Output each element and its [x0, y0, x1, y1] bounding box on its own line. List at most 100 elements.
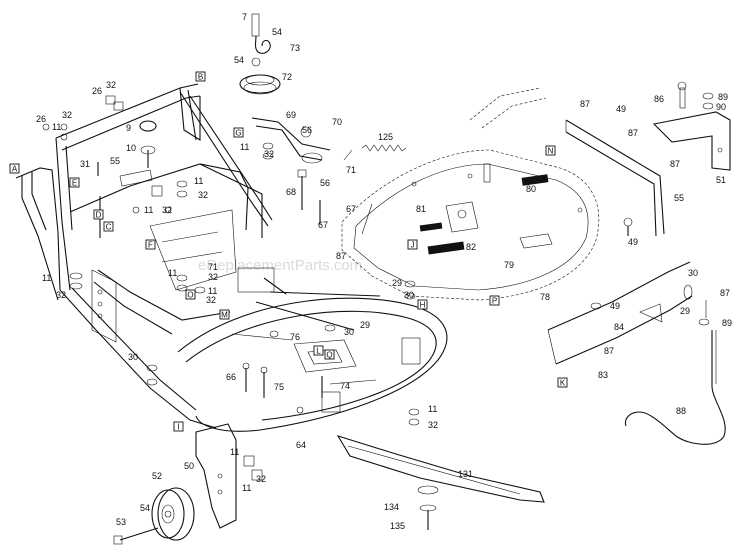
callout-71: 71 [208, 262, 218, 272]
letter-tag-G: G [233, 127, 244, 138]
svg-text:N: N [548, 147, 554, 156]
callout-64: 64 [296, 440, 306, 450]
callout-32: 32 [206, 295, 216, 305]
idler-pulley-assembly [239, 13, 407, 224]
callout-11: 11 [194, 176, 203, 186]
letter-tag-O: O [185, 289, 196, 300]
callout-32: 32 [256, 474, 266, 484]
callout-78: 78 [540, 292, 550, 302]
callout-67: 67 [318, 220, 328, 230]
callout-11: 11 [428, 404, 437, 414]
callout-80: 80 [526, 184, 536, 194]
callout-11: 11 [52, 122, 61, 132]
left-fasteners [42, 95, 274, 386]
callout-72: 72 [282, 72, 292, 82]
callout-83: 83 [598, 370, 608, 380]
callout-135: 135 [390, 521, 405, 531]
svg-text:L: L [316, 347, 321, 356]
callout-49: 49 [610, 301, 620, 311]
callout-74: 74 [340, 381, 350, 391]
callout-7: 7 [242, 12, 247, 22]
letter-tag-M: M [219, 309, 230, 320]
callout-30: 30 [688, 268, 698, 278]
letter-tag-C: C [103, 221, 114, 232]
callout-131: 131 [458, 469, 473, 479]
callout-79: 79 [504, 260, 514, 270]
letter-tag-Q: Q [324, 349, 335, 360]
gauge-wheel-assembly [113, 423, 263, 545]
callout-67: 67 [346, 204, 356, 214]
callout-11: 11 [242, 483, 251, 493]
part-number-callouts: 7 54 73 54 72 69 70 56 125 11 32 68 56 7… [36, 12, 732, 531]
callout-88: 88 [676, 406, 686, 416]
callout-125: 125 [378, 132, 393, 142]
callout-81: 81 [416, 204, 426, 214]
callout-89: 89 [718, 92, 728, 102]
callout-49: 49 [628, 237, 638, 247]
svg-text:P: P [492, 297, 497, 306]
callout-51: 51 [716, 175, 726, 185]
svg-text:D: D [96, 211, 102, 220]
callout-52: 52 [152, 471, 162, 481]
callout-31: 31 [80, 159, 90, 169]
letter-tag-H: H [417, 299, 428, 310]
svg-text:J: J [411, 241, 415, 250]
callout-53: 53 [116, 517, 126, 527]
svg-text:C: C [106, 223, 112, 232]
callout-49: 49 [616, 104, 626, 114]
callout-54: 54 [272, 27, 282, 37]
callout-87: 87 [336, 251, 346, 261]
letter-tag-K: K [557, 377, 568, 388]
svg-text:I: I [177, 423, 179, 432]
svg-text:K: K [560, 379, 566, 388]
callout-70: 70 [332, 117, 342, 127]
center-bolts [242, 280, 420, 426]
callout-32: 32 [198, 190, 208, 200]
callout-82: 82 [466, 242, 476, 252]
callout-32: 32 [208, 272, 218, 282]
svg-text:H: H [420, 301, 426, 310]
watermark: eReplacementParts.com [198, 257, 362, 274]
letter-tag-P: P [489, 295, 500, 306]
callout-84: 84 [614, 322, 624, 332]
callout-87: 87 [604, 346, 614, 356]
right-parts [547, 81, 731, 445]
callout-54: 54 [234, 55, 244, 65]
callout-87: 87 [670, 159, 680, 169]
callout-50: 50 [184, 461, 194, 471]
callout-32: 32 [264, 149, 274, 159]
mower-deck [341, 87, 600, 301]
reference-letter-tags: A B E D C F G L M I J N O P K H Q [9, 71, 568, 432]
svg-text:A: A [12, 165, 18, 174]
callout-68: 68 [286, 187, 296, 197]
callout-30: 30 [128, 352, 138, 362]
letter-tag-E: E [69, 177, 80, 188]
callout-73: 73 [290, 43, 300, 53]
letter-tag-L: L [313, 345, 324, 356]
callout-10: 10 [126, 143, 136, 153]
callout-26: 26 [36, 114, 46, 124]
callout-66: 66 [226, 372, 236, 382]
letter-tag-D: D [93, 209, 104, 220]
callout-29: 29 [680, 306, 690, 316]
callout-87: 87 [720, 288, 730, 298]
callout-11: 11 [42, 273, 51, 283]
letter-tag-F: F [145, 239, 156, 250]
svg-text:G: G [235, 129, 241, 138]
callout-32: 32 [106, 80, 116, 90]
callout-32: 32 [162, 205, 172, 215]
callout-56: 56 [302, 125, 312, 135]
mower-blade [336, 435, 545, 530]
callout-32: 32 [56, 290, 66, 300]
callout-11: 11 [168, 268, 177, 278]
callout-90: 90 [716, 102, 726, 112]
callout-75: 75 [274, 382, 284, 392]
svg-text:F: F [148, 241, 153, 250]
callout-30: 30 [344, 327, 354, 337]
callout-32: 32 [428, 420, 438, 430]
callout-69: 69 [286, 110, 296, 120]
letter-tag-I: I [173, 421, 184, 432]
callout-55: 55 [110, 156, 120, 166]
callout-11: 11 [230, 447, 239, 457]
